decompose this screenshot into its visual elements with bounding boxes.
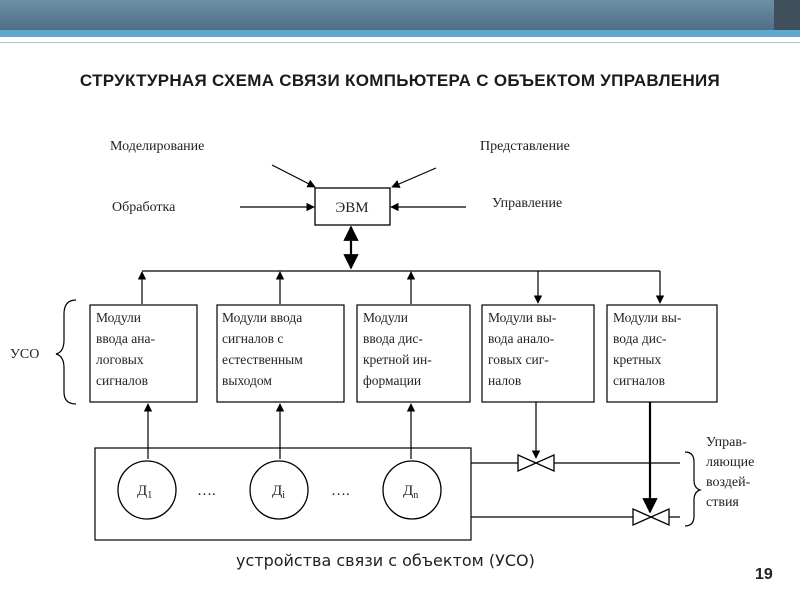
sensor-dn-label: Дn: [403, 483, 418, 501]
arrow-representation: [391, 167, 437, 188]
header-band-corner: [774, 0, 800, 30]
label-processing: Обработка: [112, 200, 176, 215]
module-3-line: формации: [363, 373, 421, 388]
label-modeling: Моделирование: [110, 139, 204, 154]
sensor-ellipsis-1: ….: [197, 483, 216, 499]
page-number: 19: [755, 566, 773, 583]
sensor-d1-label: Д1: [137, 483, 152, 501]
module-1-line: ввода ана-: [96, 331, 155, 346]
sensor-di-label: Дi: [272, 483, 285, 501]
module-5: Модули вы-вода дис-кретных сигналов: [606, 304, 718, 403]
sensor-ellipsis-2: ….: [331, 483, 350, 499]
module-2-line: естественным: [222, 352, 303, 367]
module-3-line: ввода дис-: [363, 331, 423, 346]
header-band: [0, 0, 800, 30]
header-accent-line: [0, 42, 800, 43]
module-1: Модули ввода ана-логовых сигналов: [89, 304, 198, 403]
sensor-dn: [382, 460, 442, 520]
module-4-line: налов: [488, 373, 521, 388]
control-actions-label: Управ- ляющие воздей- ствия: [706, 435, 758, 510]
module-5-line: кретных: [613, 352, 661, 367]
module-2-line: выходом: [222, 373, 272, 388]
module-2-line: Модули ввода: [222, 310, 302, 325]
module-3-line: Модули: [363, 310, 408, 325]
module-3: Модули ввода дис-кретной ин-формации: [356, 304, 471, 403]
sensor-di: [249, 460, 309, 520]
label-representation: Представление: [480, 139, 570, 154]
evm-label: ЭВМ: [335, 200, 368, 216]
module-5-line: вода дис-: [613, 331, 667, 346]
module-4-line: вода анало-: [488, 331, 555, 346]
diagram-caption: устройства связи с объектом (УСО): [236, 551, 535, 570]
module-1-line: сигналов: [96, 373, 148, 388]
uso-label: УСО: [10, 347, 39, 362]
module-2-line: сигналов с: [222, 331, 283, 346]
uso-brace: [55, 299, 77, 405]
module-5-line: Модули вы-: [613, 310, 682, 325]
arrow-modeling: [271, 164, 316, 188]
module-1-line: Модули: [96, 310, 141, 325]
slide-title: СТРУКТУРНАЯ СХЕМА СВЯЗИ КОМПЬЮТЕРА С ОБЪ…: [79, 71, 721, 90]
module-3-line: кретной ин-: [363, 352, 432, 367]
module-1-line: логовых: [96, 352, 144, 367]
control-actions-brace: [684, 451, 702, 527]
module-4-line: Модули вы-: [488, 310, 557, 325]
analog-valve-icon: [517, 453, 555, 473]
svg-text:Модули вы-вода анало-говых сиг: Модули вы-вода анало-говых сиг-налов: [488, 310, 557, 388]
module-4-line: говых сиг-: [488, 352, 549, 367]
header-accent-bar: [0, 30, 800, 37]
discrete-valve-icon: [632, 507, 670, 527]
module-2: Модули ввода сигналов с естественным выходо…: [216, 304, 345, 403]
module-4: Модули вы-вода анало-говых сиг-налов: [481, 304, 595, 403]
label-control: Управление: [492, 196, 562, 211]
sensor-d1: [117, 460, 177, 520]
module-5-line: сигналов: [613, 373, 665, 388]
evm-box: [314, 187, 391, 226]
